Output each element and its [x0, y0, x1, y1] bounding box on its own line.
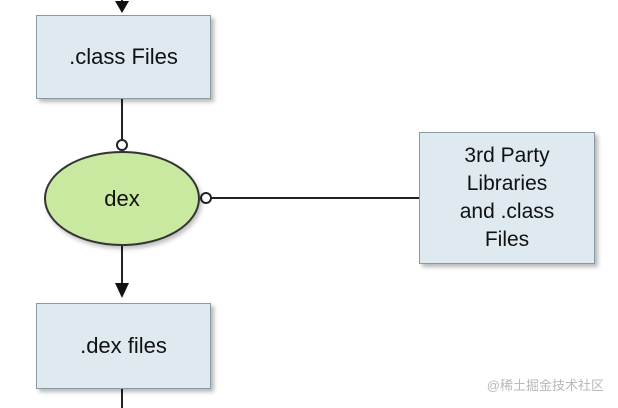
dex-files-box: .dex files: [36, 303, 211, 389]
dex-ellipse: dex: [44, 151, 200, 246]
connector-circle-top: [116, 139, 128, 151]
arrowhead-into-dex-files: [115, 283, 129, 298]
dex-label: dex: [104, 185, 140, 211]
connector-circle-right: [200, 192, 212, 204]
third-party-libraries-box: 3rd Party Libraries and .class Files: [419, 132, 595, 264]
arrowhead-into-class-files: [115, 1, 129, 13]
watermark: @稀土掘金技术社区: [486, 378, 604, 393]
class-files-box: .class Files: [36, 15, 211, 99]
third-party-libraries-label: 3rd Party Libraries and .class Files: [459, 144, 555, 251]
class-files-label: .class Files: [69, 44, 178, 69]
dex-files-label: .dex files: [80, 333, 167, 358]
